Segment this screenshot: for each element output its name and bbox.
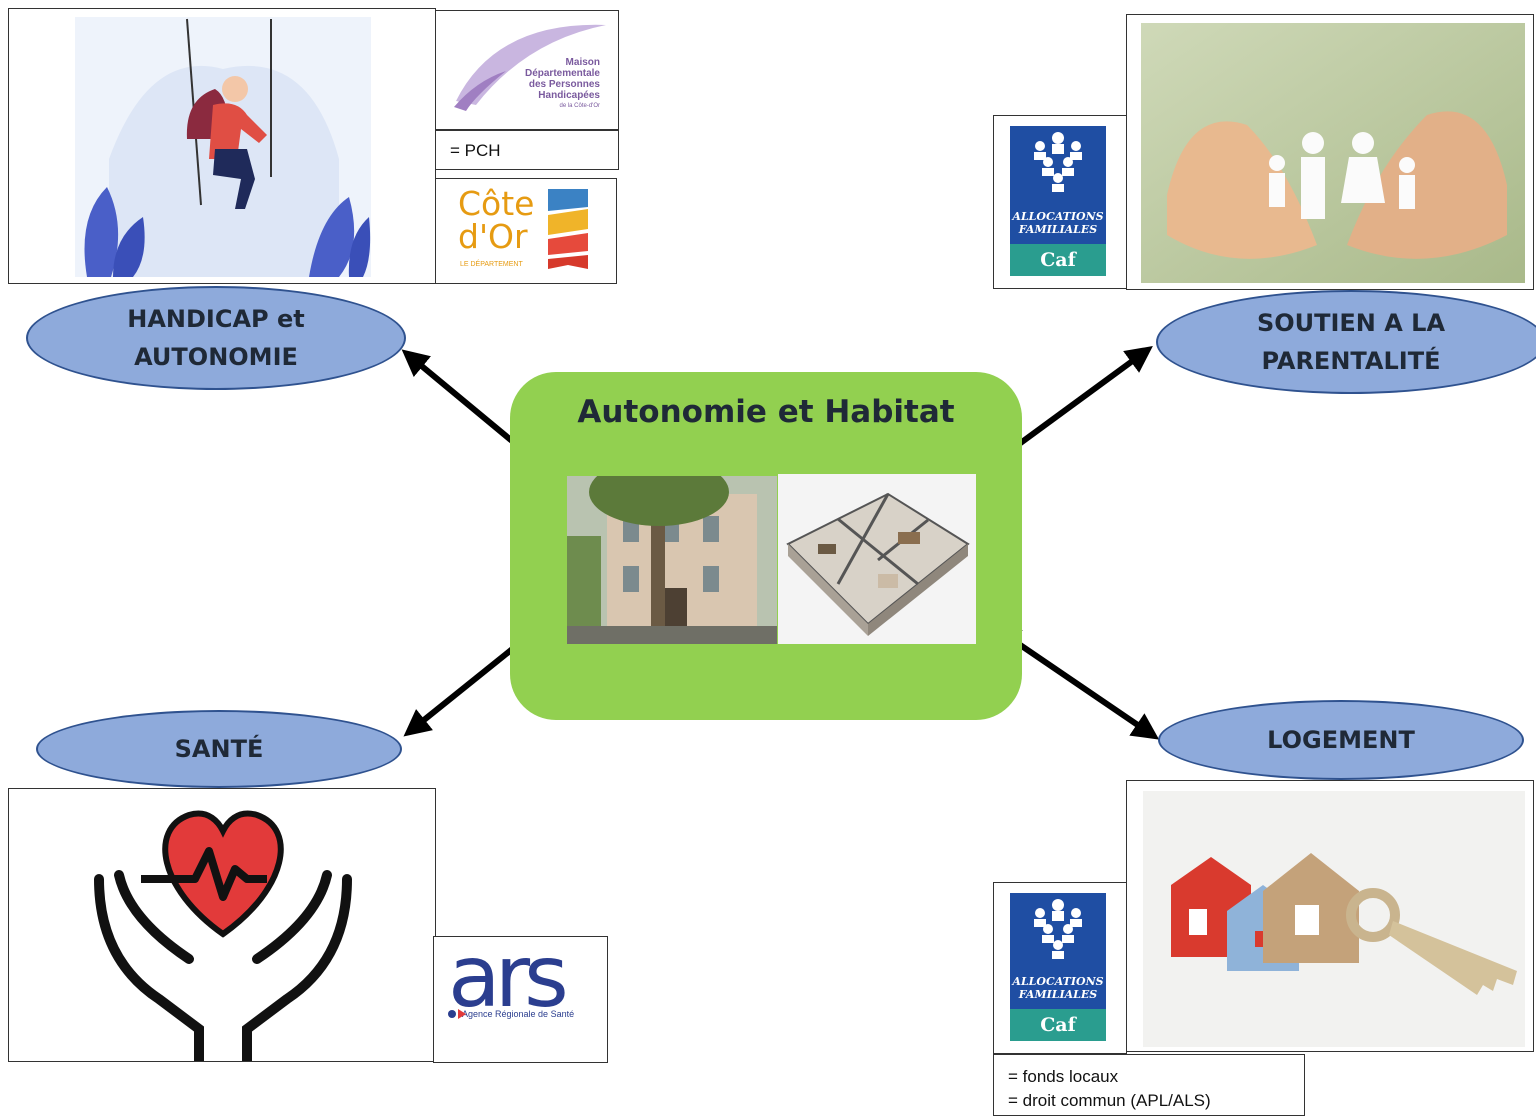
logement-caption-line1: = fonds locaux — [1008, 1067, 1119, 1086]
node-soutien-parentalite: SOUTIEN A LA PARENTALITÉ — [1156, 290, 1536, 394]
node-parentalite-line2: PARENTALITÉ — [1261, 347, 1441, 375]
caf-top-line2: FAMILIALES — [1018, 223, 1098, 236]
node-handicap-line2: AUTONOMIE — [134, 343, 298, 371]
handicap-illustration-frame — [8, 8, 436, 284]
caf-top-line1: ALLOCATIONS — [1012, 210, 1104, 223]
mdph-caption-text: = PCH — [450, 141, 501, 160]
mdph-line2: Départementale — [524, 68, 600, 79]
mdph-line1: Maison — [565, 57, 600, 68]
caf-logo-top: ALLOCATIONS FAMILIALES Caf — [993, 115, 1127, 289]
mdph-logo: Maison Départementale des Personnes Hand… — [435, 10, 619, 130]
caf-bottom-line2: FAMILIALES — [1018, 988, 1098, 1001]
node-sante: SANTÉ — [36, 710, 402, 788]
sante-illustration-frame — [8, 788, 436, 1062]
ars-arrow-icon — [448, 1009, 466, 1019]
arrow-logement — [992, 626, 1160, 740]
node-logement-label: LOGEMENT — [1267, 726, 1415, 754]
hands-holding-family-photo — [1141, 23, 1525, 283]
3d-floor-plan-photo — [778, 474, 976, 644]
apartment-plan-photo — [778, 474, 976, 644]
ars-logo: ars Agence Régionale de Santé — [433, 936, 608, 1063]
caf-family-icon — [1034, 899, 1082, 959]
node-sante-label: SANTÉ — [174, 735, 264, 763]
woman-on-swing-illustration — [75, 17, 371, 278]
cotedor-line3: LE DÉPARTEMENT — [460, 261, 523, 268]
node-logement: LOGEMENT — [1158, 700, 1524, 780]
caf-bottom-line1: ALLOCATIONS — [1012, 975, 1104, 988]
caf-logo-bottom: ALLOCATIONS FAMILIALES Caf — [993, 882, 1127, 1054]
mdph-swoosh-icon — [454, 24, 606, 111]
logement-photo-frame — [1126, 780, 1534, 1052]
mdph-line4: Handicapées — [538, 90, 600, 101]
mdph-line5: de la Côte-d'Or — [559, 103, 601, 109]
node-parentalite-line1: SOUTIEN A LA — [1256, 309, 1446, 337]
houses-and-key-photo — [1143, 791, 1525, 1047]
mdph-caption: = PCH — [435, 130, 619, 170]
caf-bottom-brand: Caf — [1010, 1009, 1106, 1041]
parentalite-photo-frame — [1126, 14, 1534, 290]
ars-name: ars — [448, 936, 569, 1027]
logement-caption: = fonds locaux = droit commun (APL/ALS) — [993, 1054, 1305, 1116]
cotedor-flag-icon — [548, 189, 588, 269]
mdph-line3: des Personnes — [528, 79, 600, 90]
logement-caption-line2: = droit commun (APL/ALS) — [1008, 1091, 1211, 1110]
heart-in-hands-icon — [94, 810, 352, 1061]
arrow-parentalite — [989, 346, 1153, 466]
caf-family-icon — [1034, 132, 1082, 192]
center-title: Autonomie et Habitat — [577, 394, 955, 430]
caf-top-brand: Caf — [1010, 244, 1106, 276]
node-handicap-autonomie: HANDICAP et AUTONOMIE — [26, 286, 406, 390]
building-photo — [567, 476, 777, 644]
cotedor-line2: d'Or — [458, 217, 528, 256]
building-with-tree-photo — [567, 476, 777, 644]
node-handicap-line1: HANDICAP et — [127, 305, 305, 333]
cotedor-logo: Côte d'Or LE DÉPARTEMENT — [435, 178, 617, 284]
cotedor-line1: Côte — [458, 184, 535, 223]
center-node: Autonomie et Habitat — [510, 372, 1022, 720]
ars-subtitle: Agence Régionale de Santé — [462, 1009, 575, 1019]
